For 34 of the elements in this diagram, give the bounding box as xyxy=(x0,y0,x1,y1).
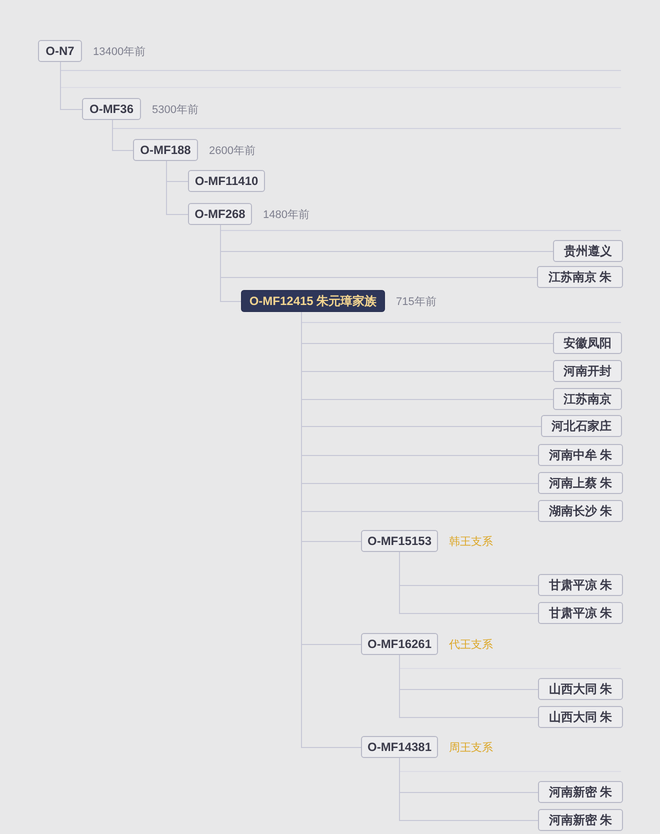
connector-line xyxy=(60,62,82,110)
node-box: O-N7 xyxy=(38,40,82,62)
age-label: 5300年前 xyxy=(152,102,198,116)
age-label: 2600年前 xyxy=(209,144,256,158)
place-box: 甘肃平凉 朱 xyxy=(538,602,623,624)
place-box: 贵州遵义 xyxy=(553,240,623,262)
age-label: 1480年前 xyxy=(263,208,310,222)
place-box: 河南上蔡 朱 xyxy=(538,472,623,494)
place-box: 河北石家庄 xyxy=(541,415,622,437)
place-box: 河南开封 xyxy=(553,360,622,382)
node-box: O-MF14381 xyxy=(361,736,438,758)
branch-label: 代王支系 xyxy=(449,638,493,652)
place-box: 河南新密 朱 xyxy=(538,809,623,831)
node-box: O-MF16261 xyxy=(361,633,438,655)
node-box: O-MF11410 xyxy=(188,170,265,192)
place-box: 河南新密 朱 xyxy=(538,781,623,803)
place-box: 江苏南京 朱 xyxy=(537,266,623,288)
connector-line xyxy=(112,120,134,151)
place-box: 江苏南京 xyxy=(553,388,622,410)
age-label: 13400年前 xyxy=(93,44,146,58)
node-box: O-MF268 xyxy=(188,203,252,225)
branch-label: 韩王支系 xyxy=(449,534,493,548)
place-box: 甘肃平凉 朱 xyxy=(538,574,623,596)
node-box: O-MF15153 xyxy=(361,530,438,552)
place-box: 河南中牟 朱 xyxy=(538,444,623,466)
node-box: O-MF188 xyxy=(133,139,198,161)
place-box: 湖南长沙 朱 xyxy=(538,500,623,522)
node-box: O-MF36 xyxy=(82,98,141,120)
age-label: 715年前 xyxy=(396,294,436,308)
branch-label: 周王支系 xyxy=(449,740,493,754)
place-box: 山西大同 朱 xyxy=(538,706,623,728)
place-box: 山西大同 朱 xyxy=(538,678,623,700)
place-box: 安徽凤阳 xyxy=(553,332,622,354)
highlighted-node-box: O-MF12415 朱元璋家族 xyxy=(241,290,385,312)
